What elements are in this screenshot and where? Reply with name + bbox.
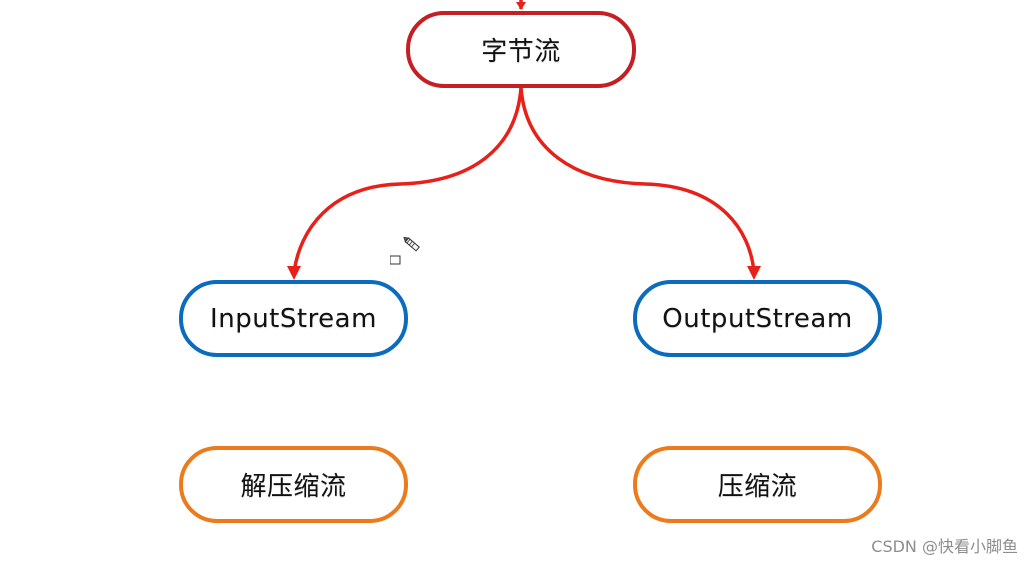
compress-stream-node[interactable]: 压缩流 — [633, 446, 882, 523]
decompress-stream-node[interactable]: 解压缩流 — [179, 446, 408, 523]
pencil-cursor-icon — [390, 236, 420, 265]
outputstream-node[interactable]: OutputStream — [633, 280, 882, 357]
incoming-arrow-head — [516, 2, 526, 10]
arrow-head-outputstream — [747, 266, 761, 280]
arrow-head-inputstream — [287, 266, 301, 280]
inputstream-node[interactable]: InputStream — [179, 280, 408, 357]
arrow-root-to-outputstream — [519, 87, 756, 273]
byte-stream-node[interactable]: 字节流 — [406, 11, 636, 88]
watermark-text: CSDN @快看小脚鱼 — [871, 537, 1018, 556]
arrow-root-to-inputstream — [292, 87, 523, 273]
